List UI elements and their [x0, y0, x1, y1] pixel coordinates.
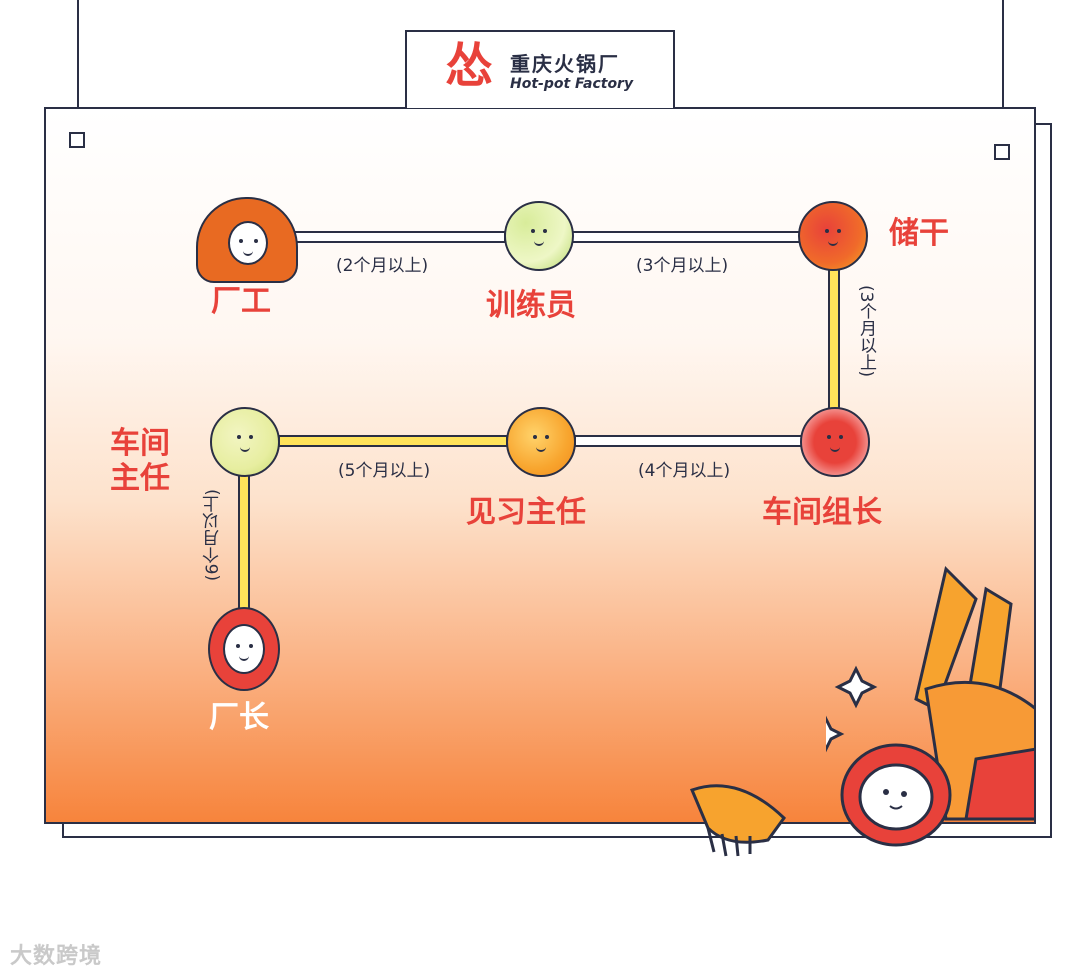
hanging-hook-left [69, 132, 85, 148]
brand-name-cn: 重庆火锅厂 [510, 52, 620, 76]
node-label-workshop-director: 车间 主任 [110, 426, 170, 496]
watermark: 大数跨境 [10, 944, 103, 969]
node-label-trainer: 训练员 [486, 288, 576, 323]
hanging-hook-right [994, 144, 1010, 160]
node-label-intern-director: 见习主任 [466, 495, 586, 530]
duration-label: (2个月以上) [336, 256, 429, 276]
connector-trainer-reserve [571, 231, 806, 243]
reserve-cadre-avatar [798, 201, 868, 271]
connector-intern-director [278, 435, 508, 447]
tumbling-character-illustration [826, 566, 1034, 821]
duration-label: (5个月以上) [338, 461, 431, 481]
hanging-string-right [1002, 0, 1004, 144]
duration-label: (3个月以上) [636, 256, 729, 276]
duration-label: (6个月以上) [203, 489, 223, 582]
brand-plate: 怂 重庆火锅厂 Hot-pot Factory [405, 30, 675, 108]
brand-logo-glyph: 怂 [445, 38, 494, 94]
duration-label: (3个月以上) [856, 285, 876, 378]
connector-reserve-groupleader [828, 267, 840, 413]
connector-groupleader-intern [574, 435, 804, 447]
connector-worker-trainer [276, 231, 506, 243]
trainer-avatar [504, 201, 574, 271]
factory-worker-avatar [196, 191, 298, 283]
connector-director-factory [238, 471, 250, 619]
node-label-factory-worker: 厂工 [211, 284, 271, 319]
intern-director-avatar [506, 407, 576, 477]
brand-name-en: Hot-pot Factory [510, 76, 634, 92]
node-label-group-leader: 车间组长 [762, 495, 882, 530]
group-leader-avatar [800, 407, 870, 477]
workshop-director-avatar [210, 407, 280, 477]
node-label-factory-director: 厂长 [209, 700, 269, 735]
hanging-string-left [77, 0, 79, 132]
node-label-reserve-cadre: 储干 [889, 216, 949, 251]
tumbling-character-head [840, 743, 952, 847]
duration-label: (4个月以上) [638, 461, 731, 481]
factory-director-avatar [208, 607, 280, 691]
basket-icon [689, 784, 786, 857]
career-path-board: 厂工 训练员 储干 车间组长 见习主任 车间 主任 [44, 107, 1036, 824]
